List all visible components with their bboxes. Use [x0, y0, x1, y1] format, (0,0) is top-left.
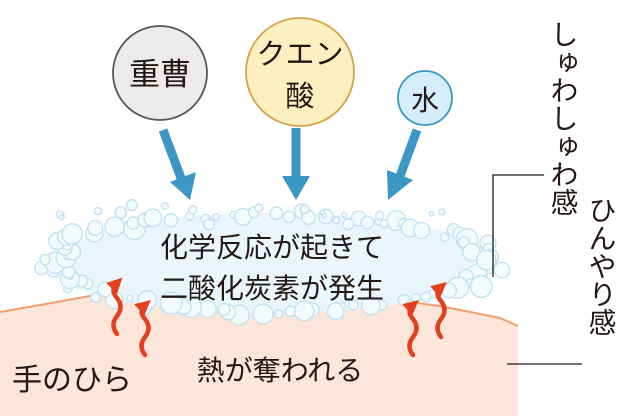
- foam-bubble: [440, 282, 458, 299]
- foam-bubble: [125, 199, 138, 212]
- foam-bubble: [360, 295, 381, 316]
- baking-soda-arrow: [158, 128, 196, 200]
- water-circle: 水: [397, 70, 453, 126]
- foam-bubble: [284, 305, 297, 318]
- foam-bubble: [97, 281, 114, 298]
- foam-bubble: [331, 216, 341, 225]
- heat-arrow: [402, 300, 419, 358]
- foam-bubble: [212, 213, 220, 221]
- palm-skin: [0, 288, 518, 416]
- cool-label: ひんやり感: [585, 196, 618, 336]
- foam-bubble: [160, 201, 169, 211]
- foam-bubble: [87, 219, 104, 237]
- foam-bubble: [61, 223, 83, 245]
- foam-bubble: [273, 309, 284, 319]
- citric-acid-circle: クエン 酸: [245, 17, 355, 127]
- citric-acid-label-line2: 酸: [285, 79, 314, 113]
- foam-bubble: [341, 211, 348, 218]
- foam-bubble: [412, 221, 431, 240]
- foam-bubble: [188, 205, 198, 215]
- foam-bubble: [439, 232, 450, 242]
- foam-bubble: [114, 206, 128, 219]
- citric-acid-arrow: [282, 128, 310, 200]
- heat-arrow: [430, 282, 447, 340]
- water-arrow: [387, 128, 422, 200]
- palm-label: 手のひら: [12, 363, 132, 398]
- foam-bubble: [469, 275, 493, 299]
- foam-bubble: [347, 299, 359, 311]
- foam-bubble: [39, 253, 51, 266]
- foam-bubble: [137, 290, 158, 310]
- foam-bubble: [299, 204, 310, 215]
- foam-bubble: [269, 206, 284, 221]
- foam-bubble: [58, 214, 65, 221]
- foam-bubble: [326, 302, 345, 321]
- citric-acid-label-line1: クエン: [256, 37, 343, 71]
- heat-arrow: [106, 277, 123, 337]
- foam-bubble: [93, 206, 103, 216]
- foam-bubble: [203, 218, 216, 231]
- foam-bubble: [420, 291, 432, 303]
- foam-bubble: [438, 208, 446, 216]
- foam-bubble: [374, 210, 385, 221]
- foam-bubble: [125, 294, 134, 303]
- foam-bubble: [89, 292, 101, 304]
- foam-bubble: [163, 213, 179, 228]
- foam-bubble: [379, 219, 389, 228]
- water-label: 水: [411, 84, 439, 117]
- foam-bubble: [104, 216, 125, 237]
- foam-bubble: [143, 208, 163, 228]
- foam-bubble: [342, 218, 355, 231]
- foam-bubble: [493, 261, 511, 279]
- reaction-text-line2: 二酸化炭素が発生: [160, 272, 384, 305]
- foam-bubble: [321, 212, 327, 219]
- heat-label: 熱が奪われる: [197, 354, 364, 387]
- heat-arrow-group: [106, 277, 447, 358]
- heat-arrow: [134, 300, 151, 358]
- baking-soda-label: 重曹: [129, 57, 191, 93]
- baking-soda-circle: 重曹: [112, 25, 208, 121]
- fizz-leader-line: [492, 174, 544, 277]
- foam-bubble: [428, 210, 435, 217]
- foam-bubble: [282, 210, 296, 224]
- foam-bubble: [254, 203, 264, 213]
- fizz-label: しゅわしゅわ感: [547, 20, 580, 216]
- foam-bubble: [475, 249, 497, 271]
- foam-bubble: [360, 215, 375, 230]
- reaction-text-line1: 化学反応が起きて: [160, 231, 384, 264]
- foam-bubble: [252, 303, 274, 325]
- foam-bubble: [159, 291, 183, 315]
- foam-bubble: [217, 302, 231, 317]
